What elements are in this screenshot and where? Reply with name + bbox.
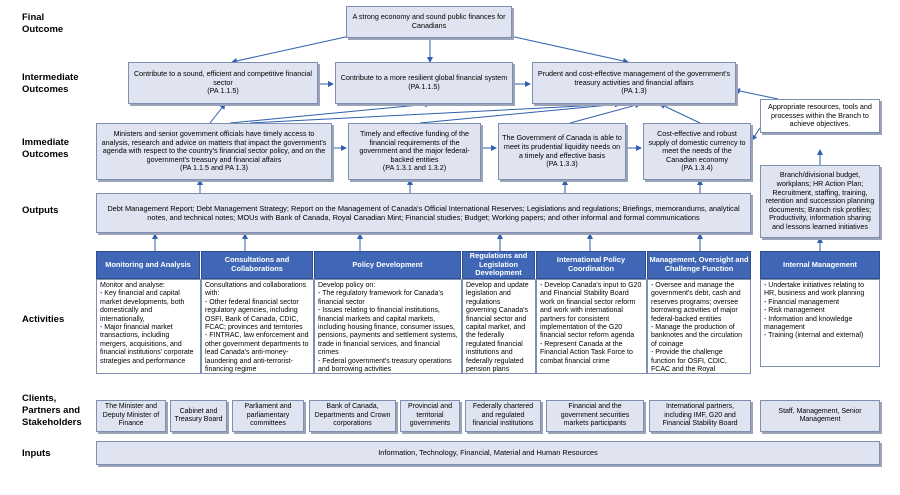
intermediate-outcome-2: Contribute to a more resilient global fi… bbox=[335, 62, 513, 104]
link-final-int1 bbox=[231, 35, 351, 64]
link-imm1-int1 bbox=[209, 103, 226, 124]
client-box-staff: Staff, Management, Senior Management bbox=[760, 400, 880, 432]
link-internal-int3 bbox=[734, 88, 779, 100]
immediate-outcome-2: Timely and effective funding of the fina… bbox=[348, 123, 481, 180]
client-box-minister: The Minister and Deputy Minister of Fina… bbox=[96, 400, 166, 432]
client-box-provincial: Provincial and territorial governments bbox=[400, 400, 460, 432]
intermediate-outcome-1: Contribute to a sound, efficient and com… bbox=[128, 62, 318, 104]
row-label-outputs: Outputs bbox=[22, 205, 59, 216]
link-imm2-int3 bbox=[419, 101, 621, 124]
row-label-clients: Clients, Partners and Stakeholders bbox=[22, 393, 82, 428]
immediate-outcome-1: Ministers and senior government official… bbox=[96, 123, 332, 180]
activity-body-consultations: Consultations and collaborations with: -… bbox=[201, 279, 314, 374]
activity-body-regulations: Develop and update legislation and regul… bbox=[462, 279, 536, 374]
activity-body-monitoring: Monitor and analyse: - Key financial and… bbox=[96, 279, 201, 374]
intermediate-outcome-3: Prudent and cost-effective management of… bbox=[532, 62, 736, 104]
activity-header-internal: Internal Management bbox=[760, 251, 880, 279]
client-box-bank-of-canada: Bank of Canada, Departments and Crown co… bbox=[309, 400, 396, 432]
activity-header-management: Management, Oversight and Challenge Func… bbox=[647, 251, 751, 279]
link-imm1-int3 bbox=[249, 101, 621, 124]
client-box-financial-institutions: Federally chartered and regulated financ… bbox=[465, 400, 541, 432]
client-box-market-participants: Financial and the government securities … bbox=[546, 400, 644, 432]
link-imm3-int3 bbox=[569, 102, 641, 124]
activity-body-international: - Develop Canada's input to G20 and Fina… bbox=[536, 279, 647, 374]
activity-header-monitoring: Monitoring and Analysis bbox=[96, 251, 200, 279]
inputs-box: Information, Technology, Financial, Mate… bbox=[96, 441, 880, 465]
row-label-intermediate-outcomes: Intermediate Outcomes bbox=[22, 72, 79, 95]
link-internal-imm4 bbox=[751, 127, 761, 141]
activity-body-policy: Develop policy on: - The regulatory fram… bbox=[314, 279, 462, 374]
outputs-box: Debt Management Report; Debt Management … bbox=[96, 193, 751, 233]
immediate-outcome-4: Cost-effective and robust supply of dome… bbox=[643, 123, 751, 180]
link-imm1-int2 bbox=[229, 101, 431, 124]
internal-outcome-box: Appropriate resources, tools and process… bbox=[760, 99, 880, 133]
activity-header-regulations: Regulations and Legislation Development bbox=[462, 251, 535, 279]
activity-body-internal: - Undertake initiatives relating to HR, … bbox=[760, 279, 880, 367]
activity-body-management: - Oversee and manage the government's de… bbox=[647, 279, 751, 374]
link-final-int3 bbox=[509, 35, 629, 64]
client-box-parliament: Parliament and parliamentary committees bbox=[232, 400, 304, 432]
activity-header-international: International Policy Coordination bbox=[536, 251, 646, 279]
final-outcome-box: A strong economy and sound public financ… bbox=[346, 6, 512, 38]
row-label-activities: Activities bbox=[22, 314, 65, 325]
link-imm4-int3 bbox=[659, 103, 701, 124]
activity-header-policy: Policy Development bbox=[314, 251, 461, 279]
activity-header-consultations: Consultations and Collaborations bbox=[201, 251, 313, 279]
row-label-inputs: Inputs bbox=[22, 448, 51, 459]
internal-output-box: Branch/divisional budget, workplans; HR … bbox=[760, 165, 880, 238]
immediate-outcome-3: The Government of Canada is able to meet… bbox=[498, 123, 626, 180]
row-label-immediate-outcomes: Immediate Outcomes bbox=[22, 137, 69, 160]
client-box-international-partners: International partners, including IMF, G… bbox=[649, 400, 751, 432]
client-box-cabinet: Cabinet and Treasury Board bbox=[170, 400, 227, 432]
row-label-final-outcome: Final Outcome bbox=[22, 12, 64, 35]
